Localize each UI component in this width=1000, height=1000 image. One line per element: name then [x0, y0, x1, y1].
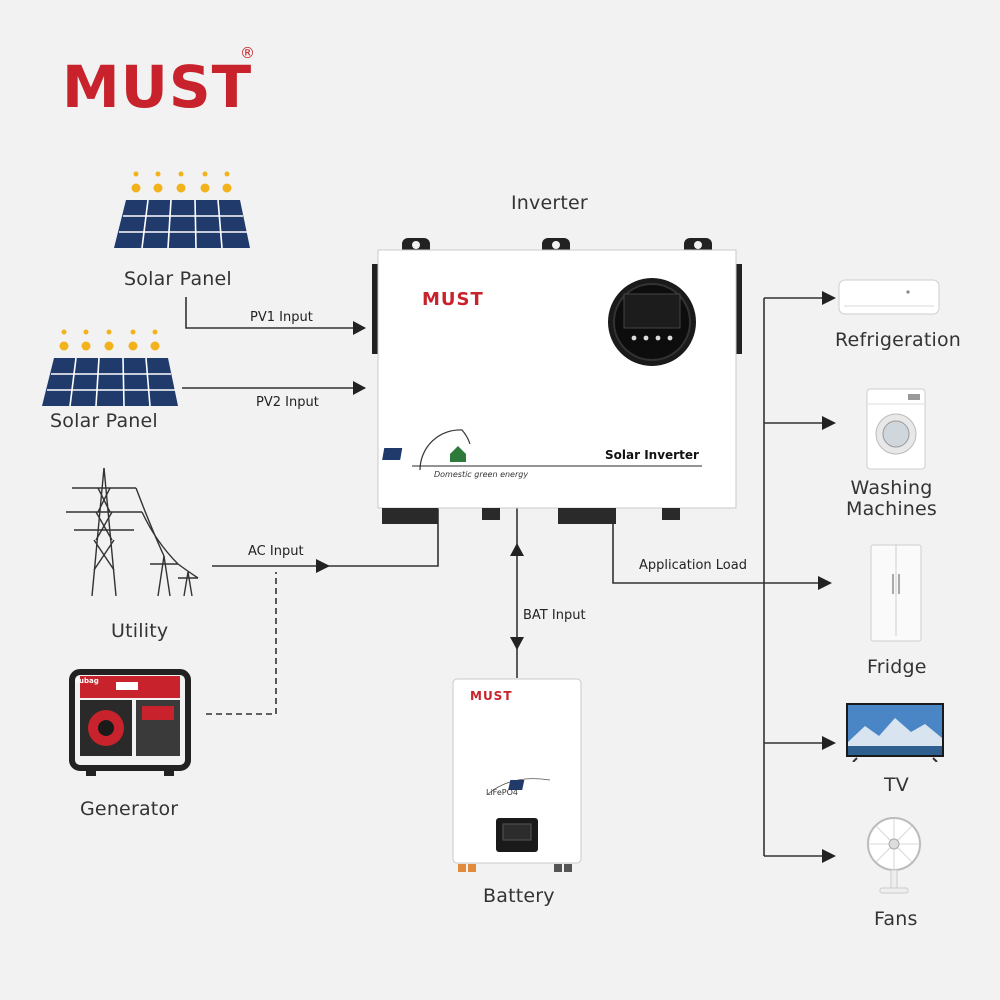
load-line — [612, 513, 824, 584]
load-arrow — [818, 576, 832, 590]
pv1-arrow — [353, 321, 366, 335]
utility-label: Utility — [111, 620, 169, 642]
generator-badge: fubag — [76, 677, 99, 685]
washing-machines-label: Washing Machines — [846, 477, 938, 520]
refrigeration-label: Refrigeration — [835, 329, 962, 351]
fridge-label: Fridge — [867, 656, 927, 678]
solar-panel-icon — [114, 171, 250, 249]
washing-machine-icon — [866, 388, 926, 470]
registered-mark: ® — [240, 44, 255, 62]
pv2-arrow — [353, 381, 366, 395]
generator-icon — [69, 669, 191, 776]
fan-icon — [867, 817, 921, 894]
battery-label: Battery — [483, 885, 555, 907]
inverter-title: Inverter — [511, 192, 588, 214]
tv-icon — [846, 703, 944, 762]
pv2-label: PV2 Input — [256, 395, 319, 410]
battery-device — [452, 678, 582, 872]
load-label: Application Load — [639, 558, 747, 573]
generator-label: Generator — [80, 798, 179, 820]
battery-logo: MUST — [470, 689, 513, 703]
inverter-device — [372, 238, 742, 524]
bat-label: BAT Input — [523, 608, 586, 623]
fridge-icon — [870, 544, 922, 642]
air-conditioner-icon — [838, 279, 940, 315]
solar-panel-1-label: Solar Panel — [124, 268, 232, 290]
inverter-product-name: Solar Inverter — [605, 448, 699, 462]
pv1-line — [185, 297, 365, 329]
inverter-logo: MUST — [422, 289, 484, 310]
tv-label: TV — [884, 774, 910, 796]
solar-panel-2-label: Solar Panel — [50, 410, 158, 432]
bat-arrow-down — [510, 637, 524, 650]
ac-arrow — [316, 559, 330, 573]
fans-label: Fans — [874, 908, 918, 930]
utility-tower-icon — [66, 467, 199, 597]
brand-logo-text: MUST — [62, 53, 253, 121]
battery-chemistry: LiFePO4 — [486, 788, 518, 797]
generator-dashed-line — [206, 572, 277, 715]
ac-label: AC Input — [248, 544, 304, 559]
solar-panel-icon — [42, 329, 178, 407]
pv1-label: PV1 Input — [250, 310, 313, 325]
ac-line — [212, 505, 439, 567]
brand-logo: MUST — [62, 52, 252, 122]
inverter-tagline: Domestic green energy — [434, 470, 529, 479]
bat-arrow-up — [510, 543, 524, 556]
